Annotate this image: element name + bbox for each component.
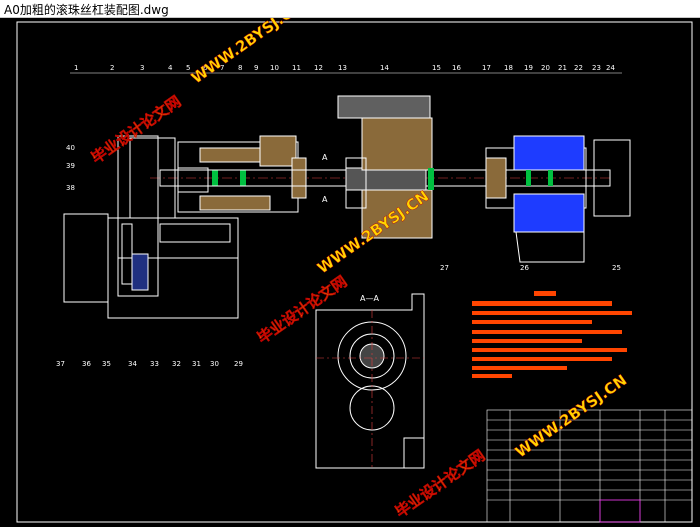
label-9: 9 — [254, 64, 258, 72]
section-mark-top: A — [322, 153, 328, 162]
label-13: 13 — [338, 64, 347, 72]
label-30: 30 — [210, 360, 219, 368]
label-18: 18 — [504, 64, 513, 72]
label-23: 23 — [592, 64, 601, 72]
nut-table-block — [337, 95, 434, 239]
label-2: 2 — [110, 64, 114, 72]
watermarks: WWW.2BYSJ.CN 毕业设计论文网 WWW.2BYSJ.CN 毕业设计论文… — [88, 0, 631, 521]
section-view — [315, 293, 425, 469]
left-labels: 40 39 38 — [66, 144, 75, 192]
section-mark-bottom: A — [322, 195, 328, 204]
label-31: 31 — [192, 360, 201, 368]
label-32: 32 — [172, 360, 181, 368]
label-8: 8 — [238, 64, 242, 72]
label-10: 10 — [270, 64, 279, 72]
left-housing — [63, 135, 239, 319]
label-26: 26 — [520, 264, 529, 272]
right-labels: 27 26 25 — [440, 264, 621, 272]
label-29: 29 — [234, 360, 243, 368]
label-14: 14 — [380, 64, 389, 72]
label-3: 3 — [140, 64, 144, 72]
label-5: 5 — [186, 64, 190, 72]
label-6: 6 — [203, 64, 208, 72]
label-21: 21 — [558, 64, 567, 72]
label-25: 25 — [612, 264, 621, 272]
label-7: 7 — [220, 64, 224, 72]
section-label: A—A — [360, 294, 379, 303]
watermark-cn-1: 毕业设计论文网 — [88, 92, 184, 167]
technical-notes — [472, 291, 632, 378]
top-labels: 1 2 3 4 5 6 7 8 9 10 11 12 13 14 15 16 1… — [74, 64, 615, 72]
drawing-frame — [16, 21, 693, 523]
label-34: 34 — [128, 360, 137, 368]
label-35: 35 — [102, 360, 111, 368]
watermark-url-1: WWW.2BYSJ.CN — [188, 18, 306, 87]
label-24: 24 — [606, 64, 615, 72]
label-20: 20 — [541, 64, 550, 72]
label-15: 15 — [432, 64, 441, 72]
label-37: 37 — [56, 360, 65, 368]
right-bearing-block — [485, 135, 631, 263]
label-38: 38 — [66, 184, 75, 192]
label-39: 39 — [66, 162, 75, 170]
left-bearing-block — [177, 135, 307, 213]
title-block — [486, 409, 693, 523]
label-19: 19 — [524, 64, 533, 72]
label-40: 40 — [66, 144, 75, 152]
label-27: 27 — [440, 264, 449, 272]
watermark-url-3: WWW.2BYSJ.CN — [512, 371, 630, 461]
label-12: 12 — [314, 64, 323, 72]
bottom-labels: 37 36 35 34 33 32 31 30 29 — [56, 360, 243, 368]
cad-drawing: A—A A A 1 2 3 4 5 6 7 8 9 10 11 12 13 14… — [16, 0, 693, 523]
label-11: 11 — [292, 64, 301, 72]
label-33: 33 — [150, 360, 159, 368]
title-bar: A0加粗的滚珠丝杠装配图.dwg — [0, 0, 700, 18]
label-17: 17 — [482, 64, 491, 72]
label-22: 22 — [574, 64, 583, 72]
watermark-cn-3: 毕业设计论文网 — [392, 446, 488, 521]
screw-shaft — [159, 167, 611, 191]
label-4: 4 — [168, 64, 173, 72]
label-1: 1 — [74, 64, 78, 72]
label-36: 36 — [82, 360, 91, 368]
label-16: 16 — [452, 64, 461, 72]
window-title: A0加粗的滚珠丝杠装配图.dwg — [4, 3, 169, 17]
